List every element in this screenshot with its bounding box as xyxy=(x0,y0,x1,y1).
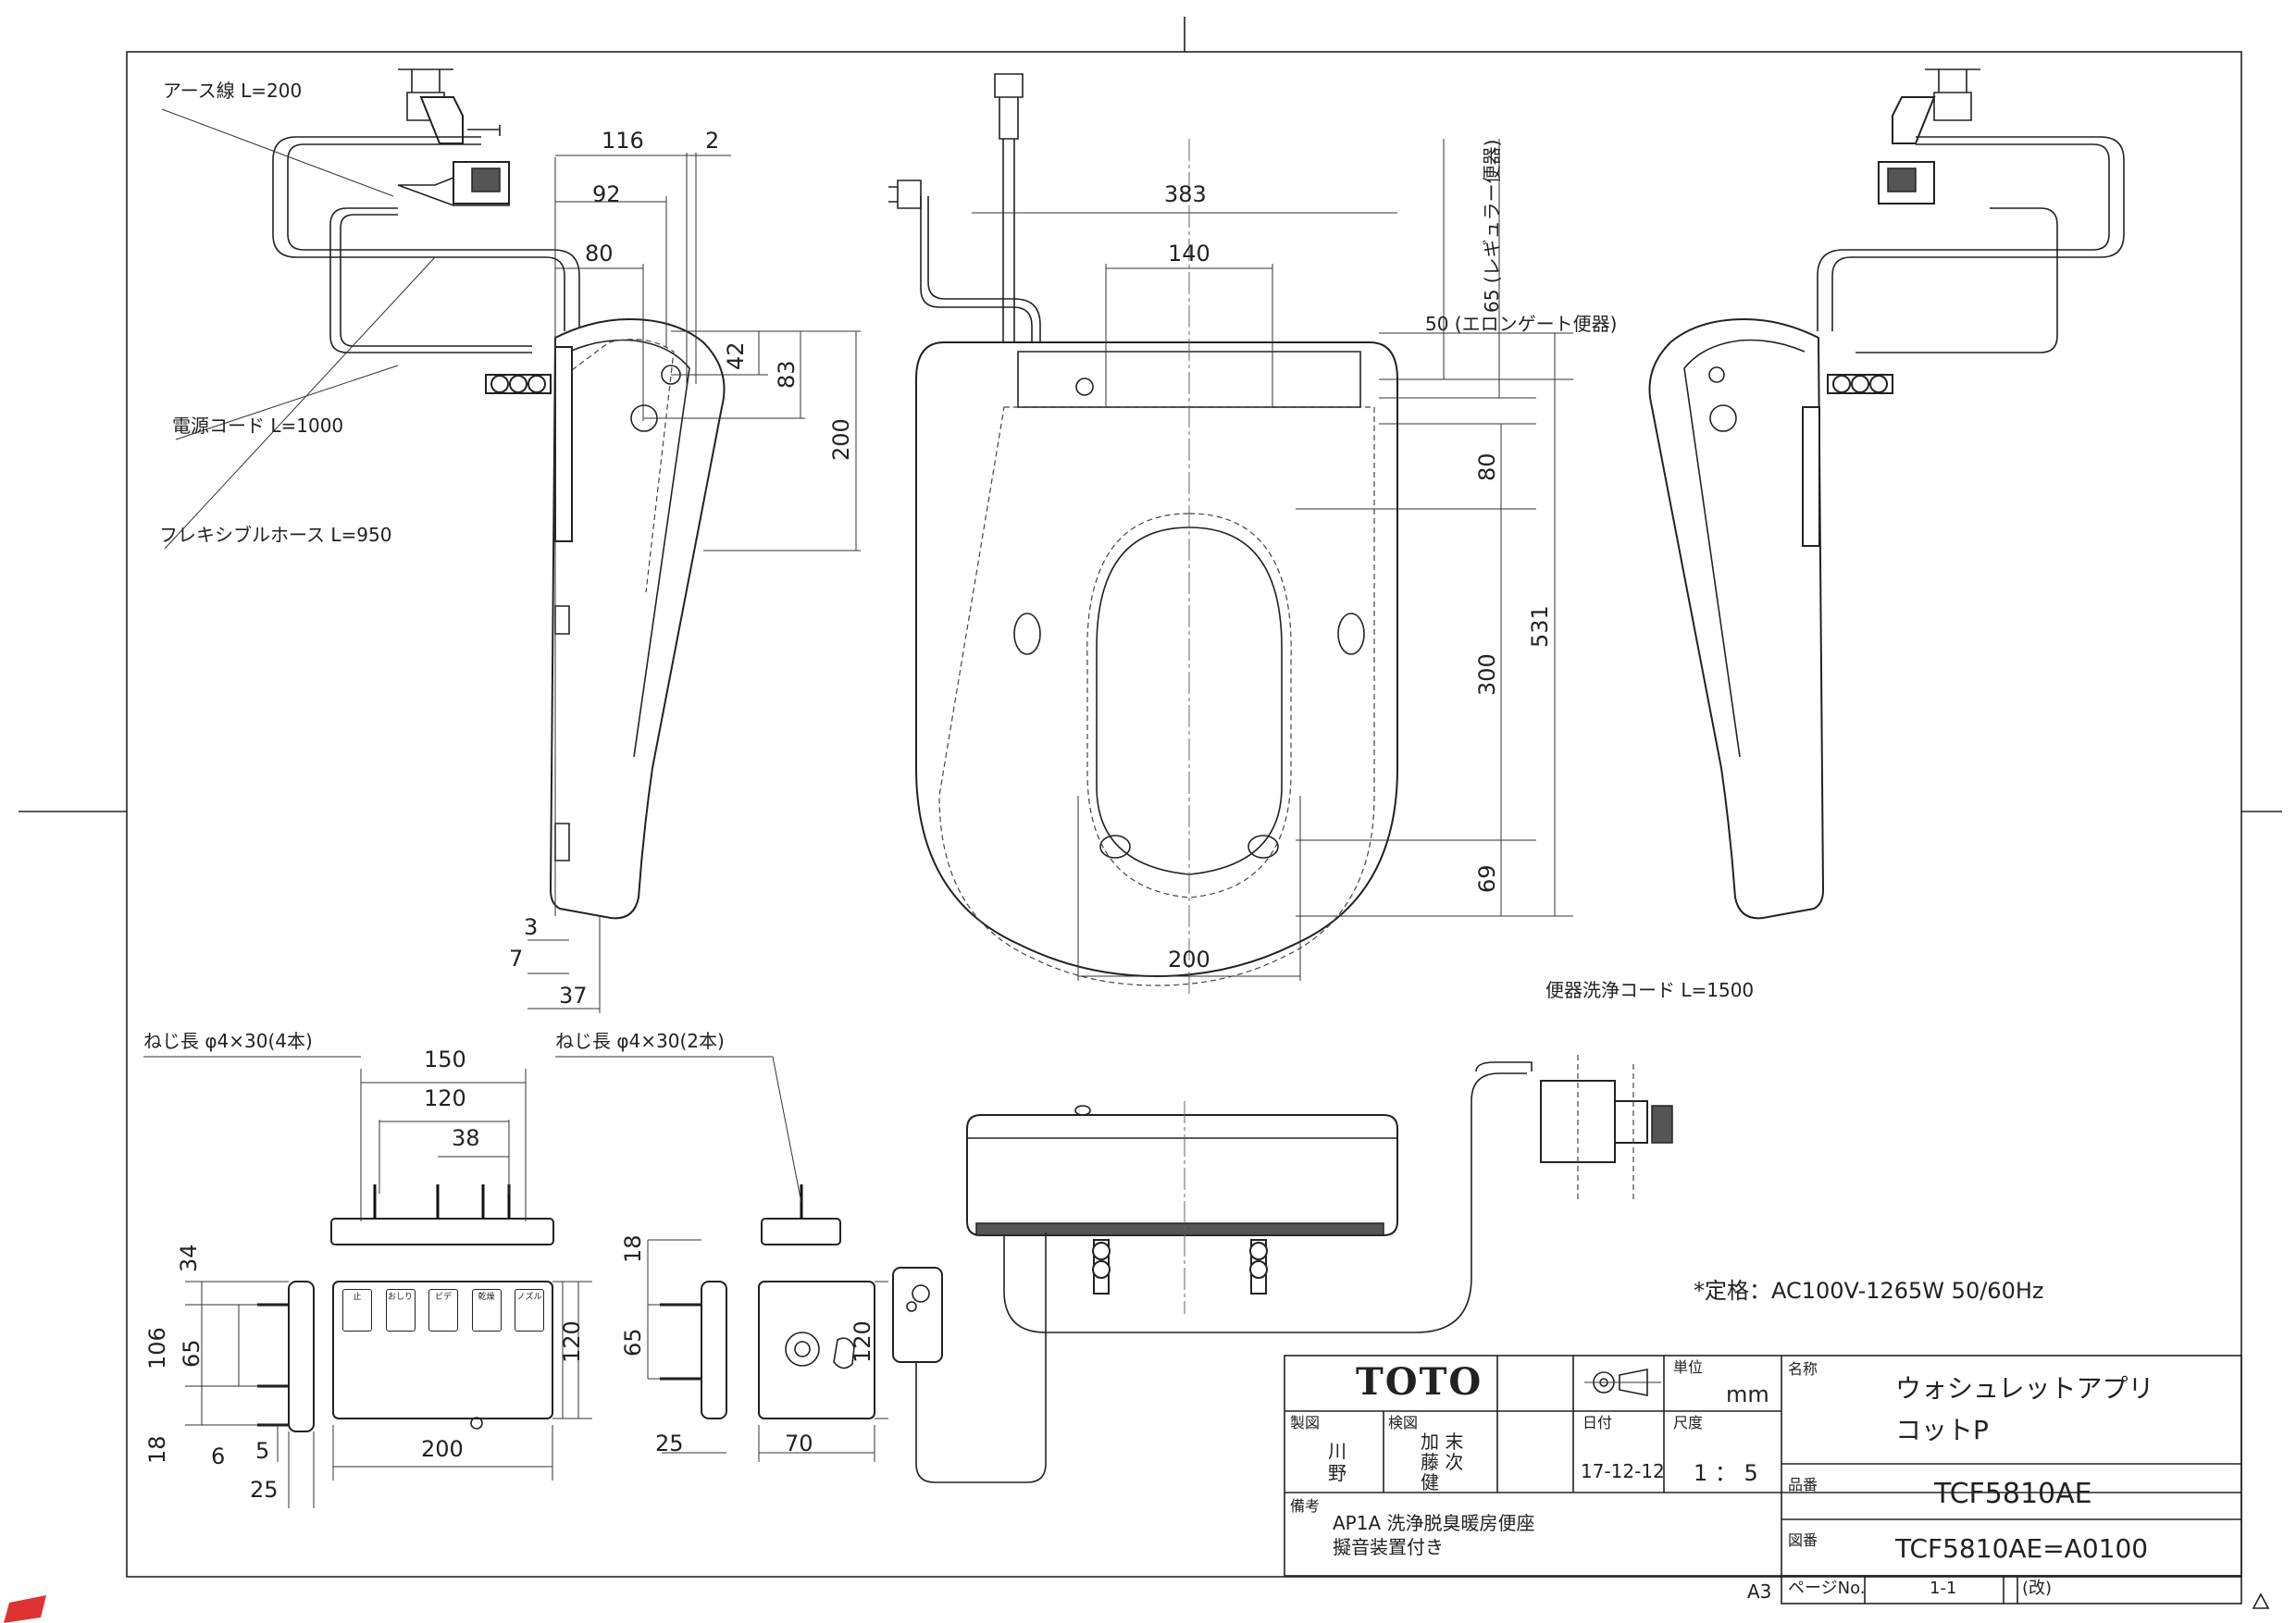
dim-65-flush: 65 xyxy=(620,1328,646,1357)
elongated-label: 50 (エロンゲート便器) xyxy=(1425,313,1618,335)
dim-5: 5 xyxy=(255,1438,270,1464)
dim-25-flush: 25 xyxy=(655,1431,684,1456)
date-value: 17-12-12 xyxy=(1581,1460,1665,1482)
dim-70: 70 xyxy=(785,1431,813,1456)
checked-2: 藤 次 xyxy=(1421,1451,1464,1473)
flush-cord-label: 便器洗浄コード L=1500 xyxy=(1545,979,1755,1001)
dim-200-remote: 200 xyxy=(421,1436,464,1462)
remote-button-stop: 止 xyxy=(342,1289,372,1332)
dim-42: 42 xyxy=(723,341,749,370)
flex-hose-label: フレキシブルホース L=950 xyxy=(159,524,392,546)
dim-92: 92 xyxy=(592,181,621,207)
date-label: 日付 xyxy=(1582,1414,1613,1431)
dim-7: 7 xyxy=(509,946,524,972)
name-line1: ウォシュレットアプリ xyxy=(1895,1373,2154,1404)
title-block xyxy=(1284,1355,2242,1604)
right-side-view xyxy=(1648,68,2125,920)
dim-531: 531 xyxy=(1527,605,1553,648)
dim-34: 34 xyxy=(176,1244,202,1272)
dim-3: 3 xyxy=(524,914,539,940)
page-label: ページNo. xyxy=(1788,1579,1866,1598)
dim-83: 83 xyxy=(774,360,800,389)
remarks-label: 備考 xyxy=(1290,1497,1321,1515)
dim-2: 2 xyxy=(705,128,720,154)
corner-logo xyxy=(4,1595,46,1623)
checked-3: 健 xyxy=(1421,1471,1439,1493)
dim-80-side: 80 xyxy=(585,241,614,266)
regular-label: 65 (レギュラー便器) xyxy=(1481,139,1503,313)
remarks-2: 擬音装置付き xyxy=(1333,1536,1444,1558)
dim-18-remote: 18 xyxy=(144,1435,170,1464)
drawing-number: TCF5810AE=A0100 xyxy=(1895,1533,2149,1564)
dim-200-top: 200 xyxy=(1168,947,1210,973)
toto-logo: TOTO xyxy=(1356,1360,1483,1404)
top-view xyxy=(888,73,1573,995)
remote-button-bidet: ビデ xyxy=(428,1289,458,1332)
dim-116: 116 xyxy=(602,128,644,154)
power-cord-label: 電源コード L=1000 xyxy=(172,415,344,437)
drawn-1: 川 xyxy=(1328,1440,1347,1462)
remote-control-views xyxy=(185,1281,592,1508)
remarks-1: AP1A 洗浄脱臭暖房便座 xyxy=(1333,1512,1535,1534)
screw-4-label: ねじ長 φ4×30(4本) xyxy=(143,1030,313,1052)
remote-button-nozzle: ノズル xyxy=(515,1289,544,1332)
drawn-label: 製図 xyxy=(1290,1414,1321,1431)
dim-25-remote: 25 xyxy=(250,1477,279,1503)
dim-65-remote: 65 xyxy=(179,1339,205,1368)
product-label: 品番 xyxy=(1788,1476,1818,1493)
dim-120-bracket: 120 xyxy=(424,1085,466,1111)
page-value: 1-1 xyxy=(1930,1579,1957,1598)
dim-120-flush: 120 xyxy=(850,1320,875,1363)
dim-38: 38 xyxy=(452,1125,480,1151)
bracket-4-screws xyxy=(143,1056,554,1245)
checked-label: 検図 xyxy=(1388,1414,1419,1431)
checked-1: 加 末 xyxy=(1421,1431,1464,1453)
front-view xyxy=(892,1055,1673,1483)
dim-200-side: 200 xyxy=(828,418,854,461)
revision-label: (改) xyxy=(2022,1579,2053,1598)
dim-18-flush: 18 xyxy=(620,1234,646,1263)
scale-label: 尺度 xyxy=(1673,1414,1704,1431)
dim-6: 6 xyxy=(211,1443,226,1469)
remote-button-row: 止 おしり ビデ 乾燥 ノズル xyxy=(342,1289,544,1337)
left-side-view xyxy=(161,68,861,1013)
dim-69: 69 xyxy=(1474,864,1500,893)
dim-140: 140 xyxy=(1168,241,1210,266)
unit-value: mm xyxy=(1726,1381,1769,1407)
screw-2-label: ねじ長 φ4×30(2本) xyxy=(555,1030,725,1052)
product-number: TCF5810AE xyxy=(1934,1478,2092,1510)
unit-label: 単位 xyxy=(1673,1358,1704,1376)
dim-37: 37 xyxy=(559,983,588,1009)
remote-button-dry: 乾燥 xyxy=(471,1289,502,1332)
dim-383: 383 xyxy=(1164,181,1207,207)
dim-300: 300 xyxy=(1474,653,1500,696)
dim-150: 150 xyxy=(424,1047,466,1072)
rating-label: *定格：AC100V-1265W 50/60Hz xyxy=(1694,1278,2044,1304)
dim-106: 106 xyxy=(144,1327,170,1369)
corner-triangle xyxy=(2252,1592,2270,1609)
flush-button-views xyxy=(647,1239,888,1462)
name-label: 名称 xyxy=(1788,1360,1818,1378)
earth-wire-label: アース線 L=200 xyxy=(163,80,303,102)
dim-80-top: 80 xyxy=(1474,452,1500,481)
name-line2: コットP xyxy=(1895,1415,1989,1445)
drawing-label: 図番 xyxy=(1788,1531,1818,1549)
scale-value: 1 ： 5 xyxy=(1694,1460,1758,1486)
dim-120-remote: 120 xyxy=(559,1320,585,1363)
sheet-size: A3 xyxy=(1747,1580,1772,1603)
remote-button-bidet-rear: おしり xyxy=(385,1289,416,1332)
bracket-2-screws xyxy=(555,1056,841,1245)
drawn-2: 野 xyxy=(1328,1462,1347,1484)
